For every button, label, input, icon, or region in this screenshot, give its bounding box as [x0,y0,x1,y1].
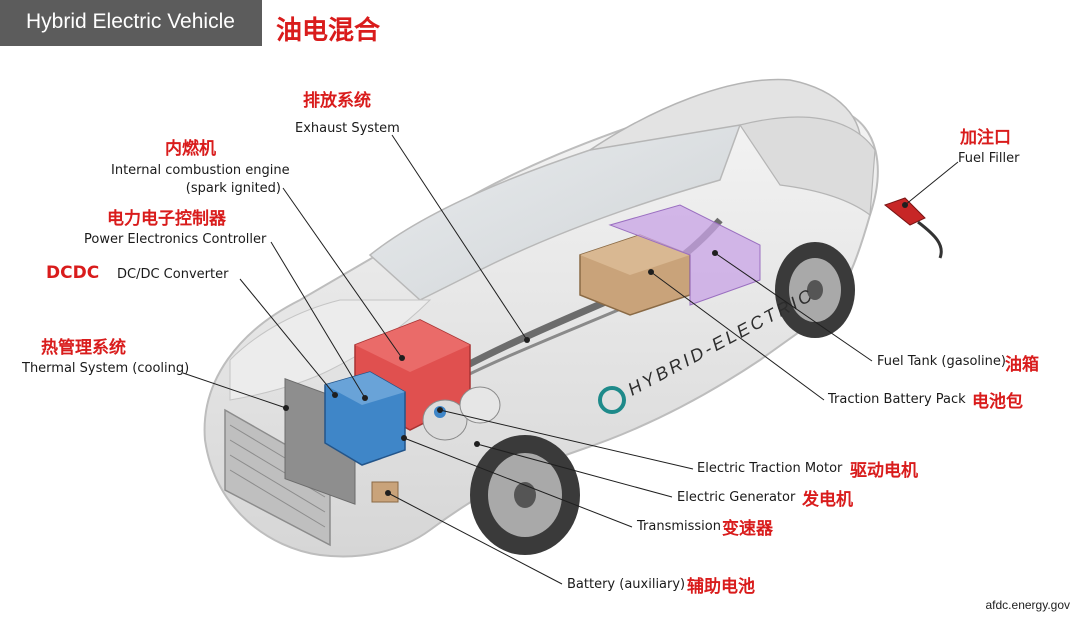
source-credit: afdc.energy.gov [985,598,1071,612]
front-wheel [470,435,580,555]
leader-engine [282,187,403,359]
label-motor-zh: 驱动电机 [850,461,918,481]
title-chinese: 油电混合 [276,16,381,46]
leader-dots [283,202,908,496]
label-thermal-zh: 热管理系统 [41,338,126,358]
car-trunk [739,116,876,217]
leader-pec [270,241,366,399]
leader-fueltank [714,252,873,362]
leader-filler [904,161,959,206]
label-pec-en: Power Electronics Controller [84,232,267,247]
label-exhaust-en: Exhaust System [295,121,400,136]
leader-battery [650,271,825,401]
title-bar: Hybrid Electric Vehicle [0,0,262,46]
label-dcdc-en: DC/DC Converter [117,267,229,282]
label-generator-en: Electric Generator [677,490,796,505]
label-filler-zh: 加注口 [960,128,1011,148]
label-generator-zh: 发电机 [802,490,853,510]
label-fueltank-en: Fuel Tank (gasoline) [877,354,1006,369]
leader-thermal [182,372,287,409]
label-transmission-zh: 变速器 [722,519,773,539]
label-exhaust-zh: 排放系统 [303,91,371,111]
leader-motor [439,409,694,470]
fuel-tank [608,204,761,306]
fuel-nozzle [883,197,943,259]
label-battery-en: Traction Battery Pack [828,392,966,407]
label-transmission-en: Transmission [637,519,721,534]
leader-exhaust [391,134,528,341]
label-pec-zh: 电力电子控制器 [107,209,226,229]
aux-battery-box [371,481,399,503]
leader-transmission [403,437,633,528]
label-engine-en-1: Internal combustion engine [111,163,290,178]
label-aux-en: Battery (auxiliary) [567,577,686,592]
label-aux-zh: 辅助电池 [687,577,755,597]
title-english: Hybrid Electric Vehicle [26,10,235,33]
label-fueltank-zh: 油箱 [1005,355,1039,375]
label-thermal-en: Thermal System (cooling) [22,361,190,376]
label-filler-en: Fuel Filler [958,151,1020,166]
power-electronics [324,371,406,466]
leader-dcdc [239,278,336,396]
label-engine-en-2: (spark ignited) [185,181,281,196]
label-battery-zh: 电池包 [972,392,1023,412]
leader-aux [387,492,563,585]
leader-generator [476,443,673,498]
label-engine-zh: 内燃机 [165,139,216,159]
electric-motor [422,386,501,441]
leader-lines [182,134,959,585]
label-motor-en: Electric Traction Motor [697,461,843,476]
label-dcdc-zh: DCDC [46,263,100,283]
hybrid-logo [598,386,626,414]
rear-wheel [775,242,855,338]
